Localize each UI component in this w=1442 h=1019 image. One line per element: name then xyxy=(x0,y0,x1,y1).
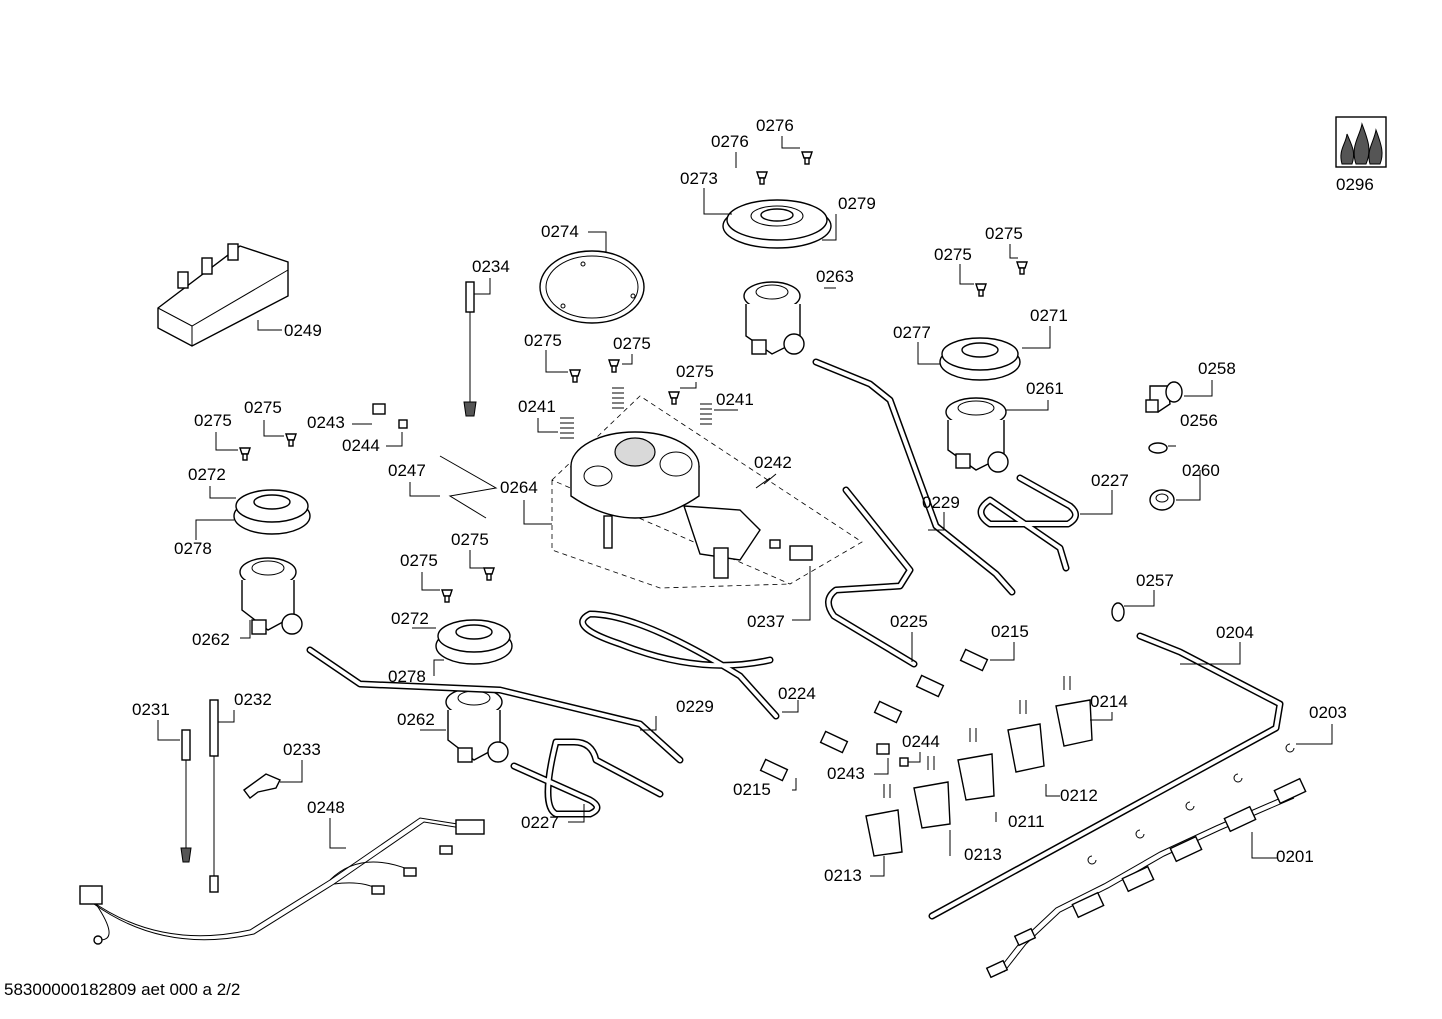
part-label: 0232 xyxy=(234,690,272,709)
part-label: 0278 xyxy=(388,667,426,686)
ignition-harness-part xyxy=(985,777,1307,979)
part-label: 0247 xyxy=(388,461,426,480)
terminal-block-part xyxy=(157,243,289,347)
part-label: 0213 xyxy=(824,866,862,885)
burner-cap-medium-part xyxy=(435,619,513,665)
part-label: 0249 xyxy=(284,321,322,340)
part-label: 0241 xyxy=(716,390,754,409)
part-label: 0243 xyxy=(307,413,345,432)
part-label: 0261 xyxy=(1026,379,1064,398)
part-label: 0257 xyxy=(1136,571,1174,590)
central-burner-assembly-part xyxy=(570,431,761,579)
gasket-ring-part xyxy=(539,250,645,324)
part-label: 0262 xyxy=(397,710,435,729)
burner-cap-large-part xyxy=(722,199,832,249)
part-label: 0225 xyxy=(890,612,928,631)
spring-part xyxy=(560,387,712,439)
part-label: 0201 xyxy=(1276,847,1314,866)
part-label: 0275 xyxy=(244,398,282,417)
burner-body-part xyxy=(239,557,303,635)
part-label: 0231 xyxy=(132,700,170,719)
part-label: 0243 xyxy=(827,764,865,783)
fitting-part xyxy=(759,648,989,782)
part-label: 0224 xyxy=(778,684,816,703)
part-label: 0215 xyxy=(991,622,1029,641)
part-label: 0264 xyxy=(500,478,538,497)
part-label: 0275 xyxy=(400,551,438,570)
burner-cap-medium-part xyxy=(939,337,1021,381)
pin-part xyxy=(755,477,771,489)
part-label: 0227 xyxy=(521,813,559,832)
part-label: 0229 xyxy=(922,493,960,512)
part-label: 0242 xyxy=(754,453,792,472)
part-label: 0275 xyxy=(451,530,489,549)
thermocouple-part xyxy=(463,281,477,417)
spring-clip-part xyxy=(243,773,281,799)
part-label: 0273 xyxy=(680,169,718,188)
part-label: 0229 xyxy=(676,697,714,716)
part-label: 0271 xyxy=(1030,306,1068,325)
elbow-fitting-part xyxy=(1145,381,1183,413)
part-label: 0275 xyxy=(934,245,972,264)
part-label: 0234 xyxy=(472,257,510,276)
part-label: 0278 xyxy=(174,539,212,558)
part-label: 0244 xyxy=(902,732,940,751)
part-label: 0272 xyxy=(188,465,226,484)
part-label: 0263 xyxy=(816,267,854,286)
part-label: 0215 xyxy=(733,780,771,799)
jet-part xyxy=(769,539,813,561)
part-label: 0211 xyxy=(1008,812,1045,831)
part-label: 0213 xyxy=(964,845,1002,864)
part-label: 0275 xyxy=(613,334,651,353)
washer-part xyxy=(1111,602,1125,622)
part-label: 0258 xyxy=(1198,359,1236,378)
part-label: 0204 xyxy=(1216,623,1254,642)
part-label: 0256 xyxy=(1180,411,1218,430)
part-label: 0276 xyxy=(711,132,749,151)
part-label: 0227 xyxy=(1091,471,1129,490)
nut-part xyxy=(1149,489,1175,511)
part-label: 0237 xyxy=(747,612,785,631)
leader-lines xyxy=(157,136,1333,877)
wiring-loom-part xyxy=(79,817,485,945)
washer-part xyxy=(1148,442,1168,454)
part-label: 0203 xyxy=(1309,703,1347,722)
part-label: 0212 xyxy=(1060,786,1098,805)
part-label: 0296 xyxy=(1336,175,1374,194)
gas-pipe-part xyxy=(306,358,1284,920)
part-label: 0241 xyxy=(518,397,556,416)
part-label: 0262 xyxy=(192,630,230,649)
electrode-part xyxy=(180,699,219,893)
part-label: 0272 xyxy=(391,609,429,628)
part-label: 0275 xyxy=(676,362,714,381)
looped-pipe-part xyxy=(510,474,1079,818)
part-label: 0274 xyxy=(541,222,579,241)
gas-valve-part xyxy=(865,676,1093,857)
part-label: 0275 xyxy=(985,224,1023,243)
screw-part xyxy=(756,151,813,185)
burner-body-part xyxy=(945,397,1009,473)
part-label: 0277 xyxy=(893,323,931,342)
document-id: 58300000182809 aet 000 a 2/2 xyxy=(4,980,241,999)
part-label: 0214 xyxy=(1090,692,1128,711)
clip-part xyxy=(1087,743,1295,865)
part-label: 0275 xyxy=(524,331,562,350)
part-label: 0279 xyxy=(838,194,876,213)
part-label: 0275 xyxy=(194,411,232,430)
gas-flame-logo-icon xyxy=(1335,116,1387,168)
burner-body-part xyxy=(445,687,509,763)
part-label: 0248 xyxy=(307,798,345,817)
part-label: 0276 xyxy=(756,116,794,135)
bent-wire-part xyxy=(439,455,498,519)
burner-body-part xyxy=(743,281,805,355)
screw-part xyxy=(239,261,1028,603)
assembly-outline xyxy=(551,395,863,589)
burner-cap-medium-part xyxy=(233,489,311,535)
part-label: 0244 xyxy=(342,436,380,455)
part-label: 0260 xyxy=(1182,461,1220,480)
part-label: 0233 xyxy=(283,740,321,759)
